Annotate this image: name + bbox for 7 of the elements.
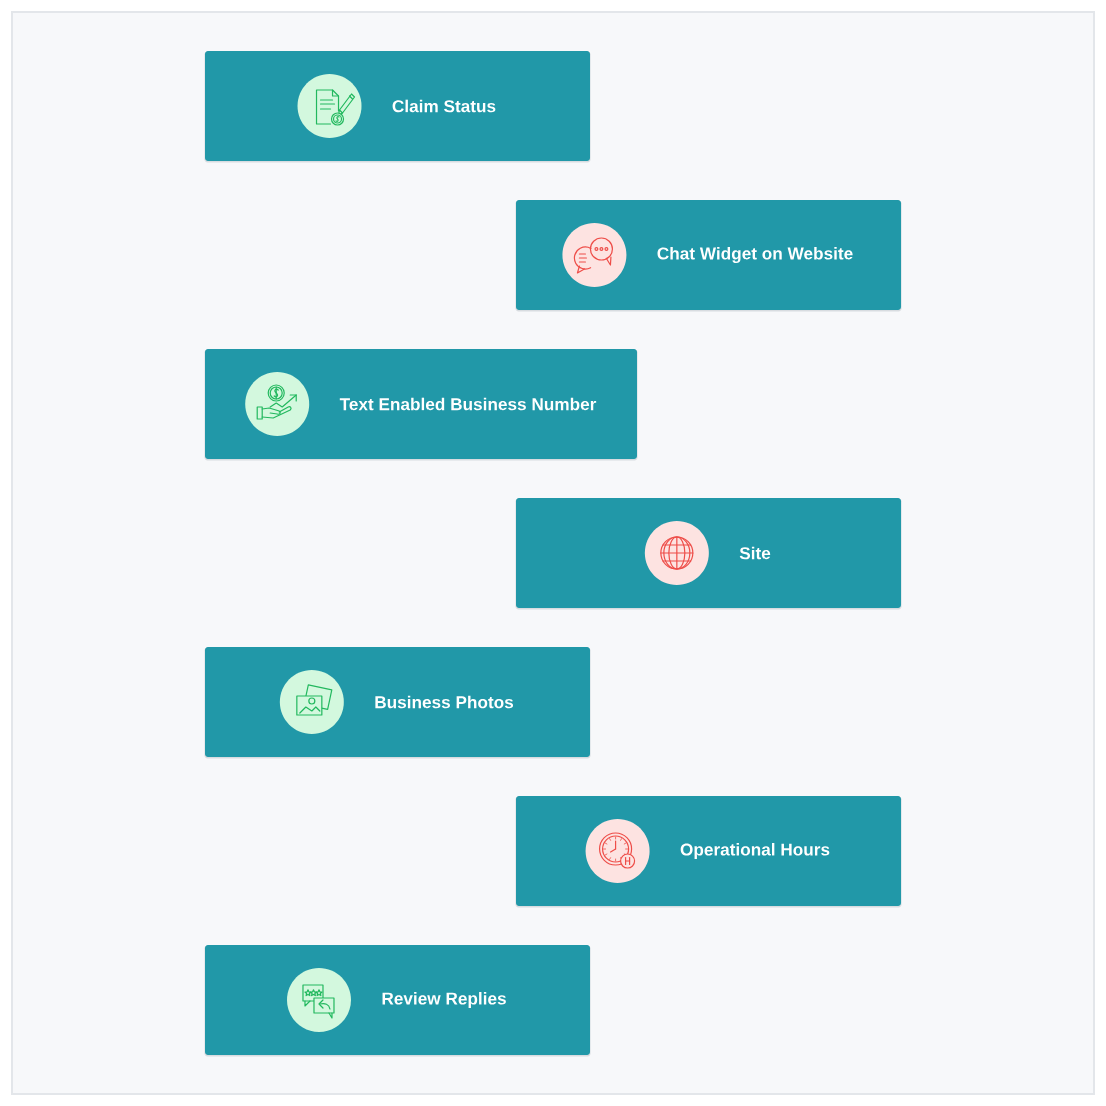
process-box: Site [515, 498, 902, 610]
process-box: Text Enabled Business Number [204, 349, 638, 461]
process-box: Claim Status [204, 51, 591, 163]
process-box: Chat Widget on Website [515, 200, 902, 312]
process-box: Business Photos [204, 647, 591, 759]
process-box: Operational Hours [515, 796, 902, 908]
process-box: Review Replies [204, 945, 591, 1057]
